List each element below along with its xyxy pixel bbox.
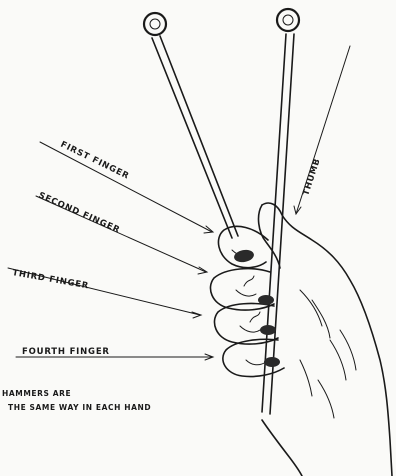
second-finger-label: SECOND FINGER bbox=[37, 191, 122, 236]
first-finger-pointer bbox=[40, 142, 212, 232]
thumb-label: THUMB bbox=[301, 157, 322, 197]
caption-line-1: HAMMERS ARE bbox=[2, 389, 71, 398]
first-finger-label: FIRST FINGER bbox=[59, 140, 131, 182]
fourth-finger-label: FOURTH FINGER bbox=[22, 347, 110, 357]
hand-drawing bbox=[210, 203, 392, 476]
third-finger-label: THIRD FINGER bbox=[11, 268, 89, 291]
caption-line-2: THE SAME WAY IN EACH HAND bbox=[8, 403, 151, 412]
